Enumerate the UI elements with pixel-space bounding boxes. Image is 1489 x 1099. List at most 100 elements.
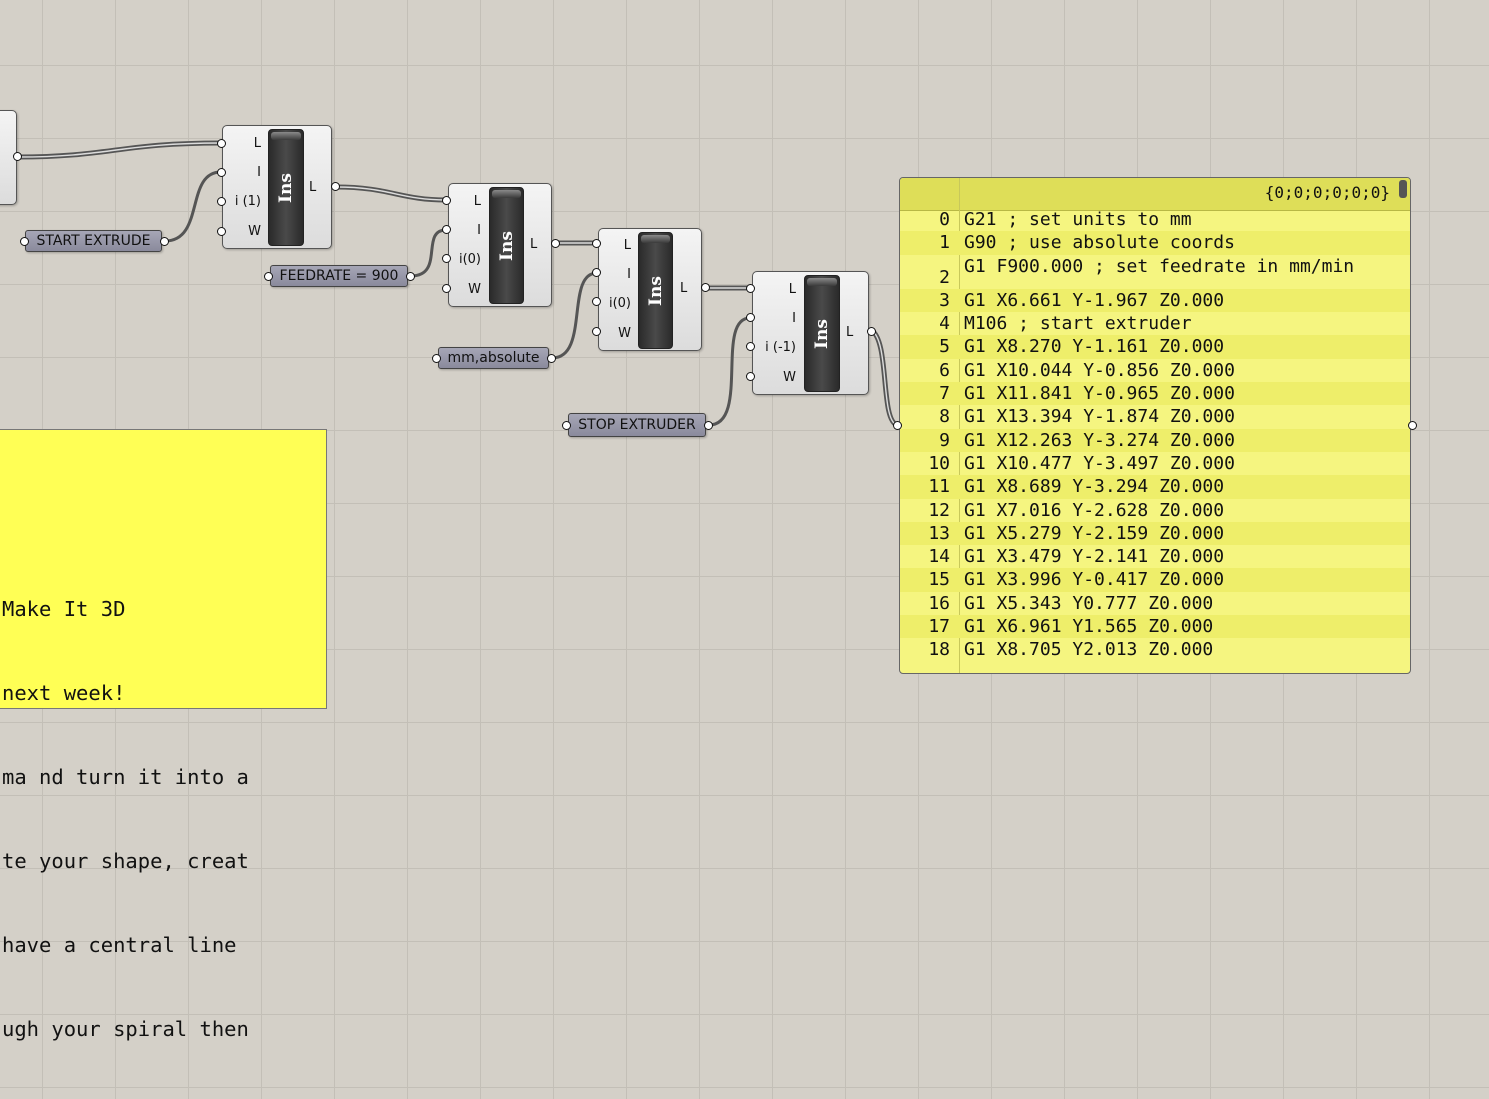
stub-output-port[interactable] <box>13 152 22 161</box>
input-port[interactable] <box>746 313 755 322</box>
panel-input-port[interactable] <box>264 272 273 281</box>
insert-items-1[interactable]: L I i (1) W Ins L <box>222 125 332 249</box>
input-port[interactable] <box>442 254 451 263</box>
input-port[interactable] <box>217 227 226 236</box>
pin-l: L <box>253 136 261 151</box>
input-port[interactable] <box>592 239 601 248</box>
row-text: G1 X12.263 Y-3.274 Z0.000 <box>964 429 1235 451</box>
pin-i: I <box>792 311 796 326</box>
row-text: G1 X3.479 Y-2.141 Z0.000 <box>964 546 1225 568</box>
pin-index: i (-1) <box>765 340 796 355</box>
row-index: 2 <box>939 266 950 288</box>
note-line: te your shape, creat <box>2 849 249 873</box>
input-port[interactable] <box>592 327 601 336</box>
component-title: Ins <box>276 172 296 203</box>
component-title: Ins <box>645 275 666 306</box>
output-row: 9 G1 X12.263 Y-3.274 Z0.000 <box>900 428 1410 452</box>
insert-items-3[interactable]: L I i(0) W Ins L <box>598 228 702 351</box>
row-index: 13 <box>928 522 950 544</box>
panel-input-port[interactable] <box>432 354 441 363</box>
row-text: G21 ; set units to mm <box>964 209 1192 230</box>
input-port[interactable] <box>592 297 601 306</box>
pin-index: i (1) <box>234 194 261 209</box>
input-port[interactable] <box>217 139 226 148</box>
row-text: G1 X7.016 Y-2.628 Z0.000 <box>964 499 1225 521</box>
pin-i: I <box>477 223 481 238</box>
row-index: 4 <box>939 313 950 335</box>
input-port[interactable] <box>746 342 755 351</box>
panel-input-port[interactable] <box>20 237 29 246</box>
insert-items-4[interactable]: L I i (-1) W Ins L <box>752 271 869 395</box>
input-port[interactable] <box>442 284 451 293</box>
output-port[interactable] <box>331 182 340 191</box>
pin-l: L <box>623 238 631 253</box>
row-index: 10 <box>928 452 950 474</box>
output-port[interactable] <box>867 327 876 336</box>
pin-i: I <box>627 267 631 282</box>
data-path: {0;0;0;0;0;0} <box>1264 183 1390 202</box>
row-text: G1 X3.996 Y-0.417 Z0.000 <box>964 569 1225 591</box>
panel-start-extrude[interactable]: START EXTRUDE <box>25 230 162 252</box>
panel-header: {0;0;0;0;0;0} <box>900 178 1410 211</box>
input-port[interactable] <box>442 225 451 234</box>
row-text: G1 X5.279 Y-2.159 Z0.000 <box>964 522 1225 544</box>
panel-output-port[interactable] <box>547 354 556 363</box>
input-port[interactable] <box>592 268 601 277</box>
panel-output-port[interactable] <box>406 272 415 281</box>
output-port[interactable] <box>551 239 560 248</box>
output-port[interactable] <box>701 283 710 292</box>
output-panel-input-port[interactable] <box>893 421 902 430</box>
input-port[interactable] <box>746 284 755 293</box>
note-line: ugh your spiral then <box>2 1017 249 1041</box>
panel-units[interactable]: mm,absolute <box>438 347 549 369</box>
row-index: 1 <box>939 232 950 254</box>
note-text: Make It 3D next week! ma nd turn it into… <box>2 539 249 1099</box>
row-text: G1 X8.689 Y-3.294 Z0.000 <box>964 476 1225 498</box>
input-port[interactable] <box>442 196 451 205</box>
scrollbar-thumb[interactable] <box>1399 180 1407 198</box>
panel-output-port[interactable] <box>160 237 169 246</box>
insert-items-2[interactable]: L I i(0) W Ins L <box>448 183 552 307</box>
panel-output-port[interactable] <box>704 421 713 430</box>
output-row: 10 G1 X10.477 Y-3.497 Z0.000 <box>900 452 1410 475</box>
output-panel-output-port[interactable] <box>1408 421 1417 430</box>
row-text: G1 X10.477 Y-3.497 Z0.000 <box>964 452 1235 474</box>
row-index: 8 <box>939 406 950 428</box>
row-text: G1 X10.044 Y-0.856 Z0.000 <box>964 359 1235 381</box>
output-label: L <box>680 281 688 296</box>
input-port[interactable] <box>746 372 755 381</box>
pin-w: W <box>248 224 261 239</box>
input-port[interactable] <box>217 168 226 177</box>
component-core: Ins <box>489 187 524 304</box>
row-index: 9 <box>939 429 950 451</box>
panel-stop-extruder[interactable]: STOP EXTRUDER <box>568 413 706 437</box>
row-index: 16 <box>928 592 950 614</box>
row-text: M106 ; start extruder <box>964 313 1192 335</box>
panel-input-port[interactable] <box>562 421 571 430</box>
row-index: 3 <box>939 289 950 311</box>
row-text: G1 X13.394 Y-1.874 Z0.000 <box>964 406 1235 428</box>
output-row: 4 M106 ; start extruder <box>900 312 1410 335</box>
note-line: Make It 3D <box>2 597 126 621</box>
component-core: Ins <box>804 275 840 392</box>
panel-feedrate[interactable]: FEEDRATE = 900 <box>270 265 408 287</box>
component-title: Ins <box>812 318 832 349</box>
row-index: 18 <box>928 639 950 661</box>
input-port[interactable] <box>217 197 226 206</box>
component-core: Ins <box>638 232 673 349</box>
pin-l: L <box>788 282 796 297</box>
note-panel[interactable]: Make It 3D next week! ma nd turn it into… <box>0 429 327 1041</box>
